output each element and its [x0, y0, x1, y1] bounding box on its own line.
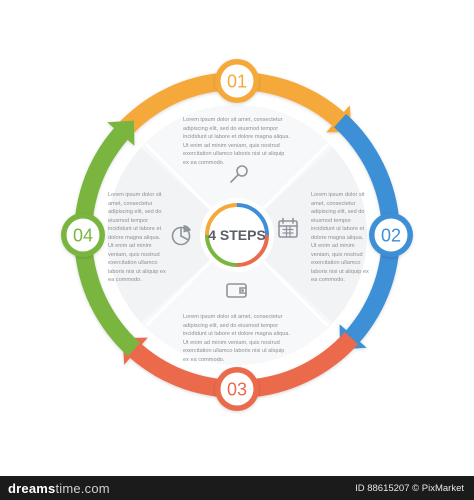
pie-chart-icon: [171, 225, 191, 246]
step-03-text: Lorem ipsum dolor sit amet, consectetur …: [183, 314, 290, 363]
panel-right: [237, 147, 367, 323]
step-01-text: Lorem ipsum dolor sit amet, consectetur …: [183, 117, 290, 166]
calendar-icon: [278, 217, 298, 238]
step-04-number: 04: [73, 226, 93, 246]
stock-logo: dreamstime.com: [8, 481, 110, 496]
step-04-arrow: [74, 120, 140, 357]
magnifier-icon: [230, 165, 248, 183]
wallet-icon: [226, 283, 247, 298]
step-02-number: 02: [381, 226, 401, 246]
stock-logo-main: dreams: [8, 481, 56, 496]
step-01-arrow: [115, 72, 352, 138]
cycle-diagram: 4 STEPS: [61, 59, 413, 411]
image-id-text: ID 88615207 © PixMarket: [355, 483, 464, 494]
step-02-badge: 02: [369, 213, 413, 257]
step-03-number: 03: [227, 380, 247, 400]
step-03-badge: 03: [215, 367, 259, 411]
infographic: 4 STEPS: [61, 59, 413, 411]
step-03-arrow: [122, 332, 359, 398]
step-04-text: Lorem ipsum dolor sit amet, consectetur …: [108, 192, 166, 283]
step-01-badge: 01: [215, 59, 259, 103]
step-01-number: 01: [227, 72, 247, 92]
step-arrow-ring: [74, 72, 400, 398]
step-02-text: Lorem ipsum dolor sit amet, consectetur …: [311, 192, 369, 283]
step-04-badge: 04: [61, 213, 105, 257]
step-02-arrow: [334, 113, 400, 350]
center-label: 4 STEPS: [208, 227, 266, 243]
panel-bottom: [140, 235, 334, 365]
stock-logo-light: time.com: [55, 481, 110, 496]
center-hub: 4 STEPS: [200, 198, 274, 272]
stock-footer-bar: dreamstime.com ID 88615207 © PixMarket: [0, 476, 474, 500]
